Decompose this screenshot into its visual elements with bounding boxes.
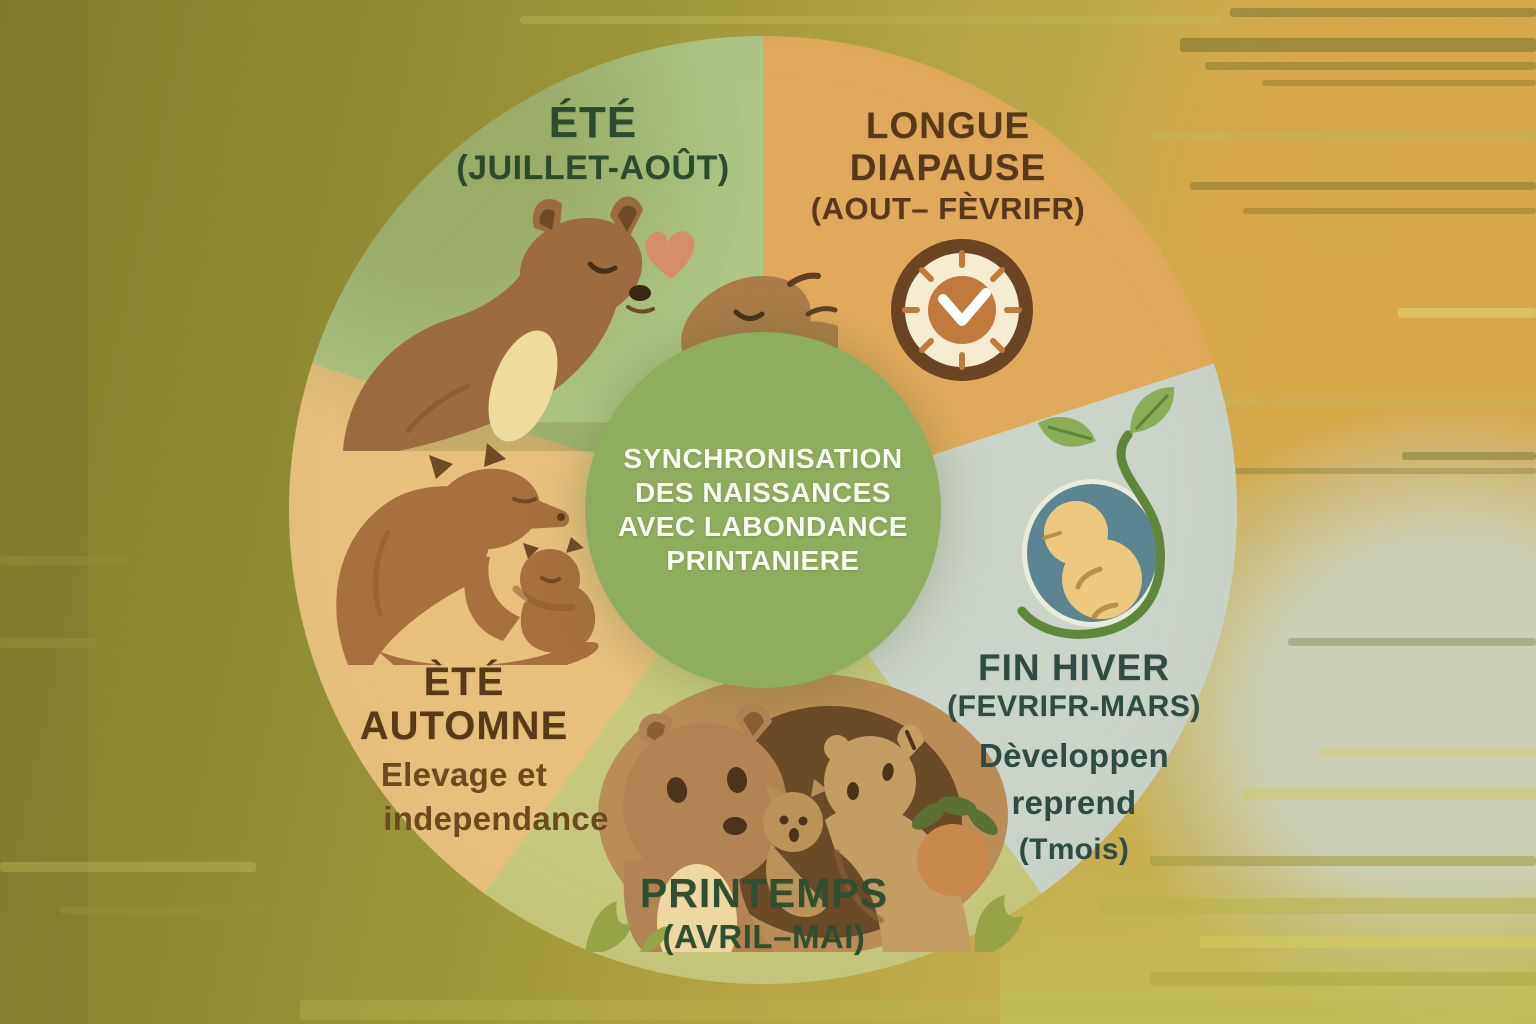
segment-description-line1: Elevage et xyxy=(380,756,548,793)
background-streak xyxy=(1100,898,1536,914)
segment-subtitle: (JUILLET-AOÛT) xyxy=(456,149,730,187)
background-streak xyxy=(300,1000,1400,1020)
background-streak xyxy=(1318,748,1536,758)
segment-title: PRINTEMPS xyxy=(639,870,889,916)
background-streak xyxy=(1190,182,1536,190)
segment-label-printemps: PRINTEMPS (AVRIL–MAI) xyxy=(640,871,888,959)
segment-title: LONGUE xyxy=(865,105,1031,146)
background-streak xyxy=(1150,972,1536,986)
segment-subtitle: (AVRIL–MAI) xyxy=(662,918,866,955)
segment-title: FIN HIVER xyxy=(978,647,1170,688)
background-streak xyxy=(0,556,128,565)
center-title-line: SYNCHRONISATION xyxy=(623,443,903,474)
background-streak xyxy=(1150,132,1536,141)
background-streak xyxy=(1398,308,1536,318)
segment-title-line2: DIAPAUSE xyxy=(849,147,1047,188)
segment-description-line2: reprend xyxy=(1011,784,1137,821)
segment-description-line1: Dèveloppen xyxy=(978,737,1170,774)
background-left-shade xyxy=(0,0,88,1024)
background-streak xyxy=(520,16,1220,24)
segment-description-line2: independance xyxy=(383,800,609,837)
center-title-line: AVEC LABONDANCE xyxy=(617,511,909,542)
background-streak xyxy=(1150,856,1536,866)
background-streak xyxy=(1402,452,1536,460)
segment-subtitle: (FEVRIFR-MARS) xyxy=(947,690,1201,723)
segment-label-ete: ÉTÉ (JUILLET-AOÛT) xyxy=(456,99,729,189)
center-circle: SYNCHRONISATION DES NAISSANCES AVEC LABO… xyxy=(585,332,941,688)
segment-label-ete-automne: ÈTÉ AUTOMNE Elevage et independance xyxy=(319,660,609,837)
background-streak xyxy=(1205,62,1536,70)
background-streak xyxy=(1200,936,1536,948)
background-streak xyxy=(1180,38,1536,52)
background-streak xyxy=(60,906,260,914)
center-title-line: PRINTANIERE xyxy=(666,545,860,576)
background-streak xyxy=(1288,638,1536,646)
segment-title: ÈTÉ xyxy=(423,660,505,704)
segment-title-line2: AUTOMNE xyxy=(359,704,569,748)
center-title-line: DES NAISSANCES xyxy=(635,477,891,508)
background-streak xyxy=(1230,8,1536,17)
background-streak xyxy=(0,638,96,648)
background-streak xyxy=(1242,788,1536,800)
background-streak xyxy=(0,862,256,872)
background-streak xyxy=(1243,208,1536,214)
segment-label-longue-diapause: LONGUE DIAPAUSE (AOUT– FÈVRIFR) xyxy=(811,105,1085,229)
segment-description-line3: (Tmois) xyxy=(1018,833,1130,866)
background-streak xyxy=(1262,80,1536,86)
segment-title: ÉTÉ xyxy=(548,98,638,147)
background-bottom-band xyxy=(1000,860,1536,1024)
segment-subtitle: (AOUT– FÈVRIFR) xyxy=(810,191,1086,226)
segment-label-fin-hiver: FIN HIVER (FEVRIFR-MARS) Dèveloppen repr… xyxy=(947,647,1201,867)
